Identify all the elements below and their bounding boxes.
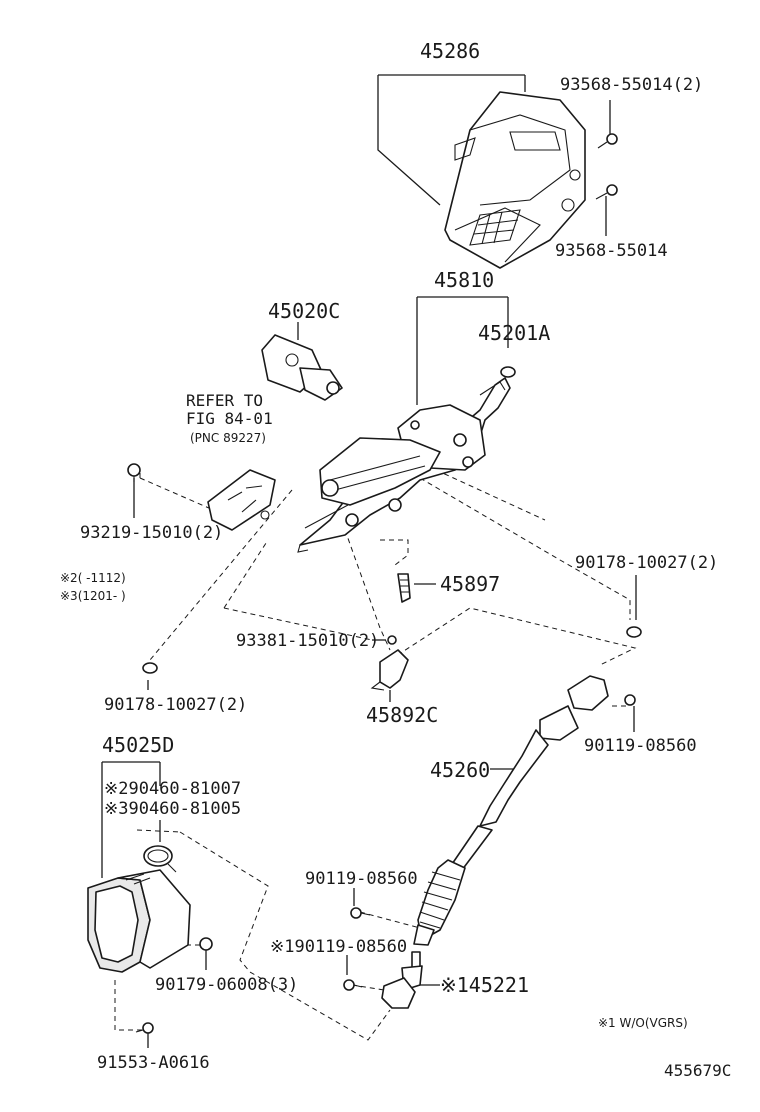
bolt-45897	[397, 573, 411, 603]
label-90178-10027-2-right[interactable]: 90178-10027(2)	[575, 553, 718, 573]
label-90178-10027-2-left[interactable]: 90178-10027(2)	[104, 695, 247, 715]
label-45260[interactable]: 45260	[430, 758, 490, 782]
label-90119-08560-lower[interactable]: ※190119-08560	[270, 937, 407, 957]
screw-93568-lower	[595, 184, 618, 200]
bolt-91553	[135, 1022, 154, 1034]
label-45020C[interactable]: 45020C	[268, 299, 340, 323]
label-45892C[interactable]: 45892C	[366, 703, 438, 727]
label-45286[interactable]: 45286	[420, 39, 480, 63]
bracket-45892C	[370, 649, 409, 691]
callout-labels: 45286 93568-55014(2) 93568-55014 45810 4…	[60, 39, 731, 1080]
refer-line-1: REFER TO	[186, 391, 263, 410]
label-45897[interactable]: 45897	[440, 572, 500, 596]
label-90119-08560-mid[interactable]: 90119-08560	[305, 869, 418, 889]
note-1: ※1 W/O(VGRS)	[598, 1016, 688, 1030]
nut-90178-left	[142, 662, 158, 674]
joint-45221	[381, 951, 423, 1009]
note-2: ※2( -1112)	[60, 571, 126, 585]
bolt-90119-mid	[350, 907, 371, 919]
intermediate-shaft-45260	[413, 675, 609, 946]
note-3: ※3(1201- )	[60, 589, 126, 603]
lock-45020C	[261, 334, 343, 401]
nut-90178-right	[626, 626, 642, 638]
nut-90179	[199, 937, 213, 951]
figure-id: 455679C	[664, 1061, 731, 1080]
label-93219-15010-2[interactable]: 93219-15010(2)	[80, 523, 223, 543]
refer-line-2: FIG 84-01	[186, 409, 273, 428]
dashed-guides	[114, 469, 637, 1041]
label-90460-81007[interactable]: ※290460-81007	[104, 779, 241, 799]
column-cover-45286	[444, 91, 586, 269]
leader-lines	[101, 74, 637, 1048]
label-90119-08560-upper[interactable]: 90119-08560	[584, 736, 697, 756]
ring-45201A	[500, 366, 516, 378]
steering-column-45810	[297, 377, 511, 553]
refer-line-3: (PNC 89227)	[190, 431, 266, 445]
label-93381-15010-2[interactable]: 93381-15010(2)	[236, 631, 379, 651]
label-93568-55014-2[interactable]: 93568-55014(2)	[560, 75, 703, 95]
boot-45025D	[87, 869, 191, 973]
bolt-93381	[387, 635, 397, 645]
bolt-93219	[127, 463, 141, 482]
label-93568-55014[interactable]: 93568-55014	[555, 241, 668, 261]
bolt-90119-upper	[624, 694, 636, 706]
bracket-89227	[207, 469, 276, 531]
label-90460-81005[interactable]: ※390460-81005	[104, 799, 241, 819]
label-45201A[interactable]: 45201A	[478, 321, 550, 345]
label-45025D[interactable]: 45025D	[102, 733, 174, 757]
label-90179-06008-3[interactable]: 90179-06008(3)	[155, 975, 298, 995]
screw-93568-upper	[597, 133, 618, 149]
label-45221[interactable]: ※145221	[440, 973, 529, 997]
label-91553-A0616[interactable]: 91553-A0616	[97, 1053, 210, 1073]
label-45810[interactable]: 45810	[434, 268, 494, 292]
clamp-90460	[143, 845, 177, 873]
bolt-90119-lower	[343, 979, 363, 991]
